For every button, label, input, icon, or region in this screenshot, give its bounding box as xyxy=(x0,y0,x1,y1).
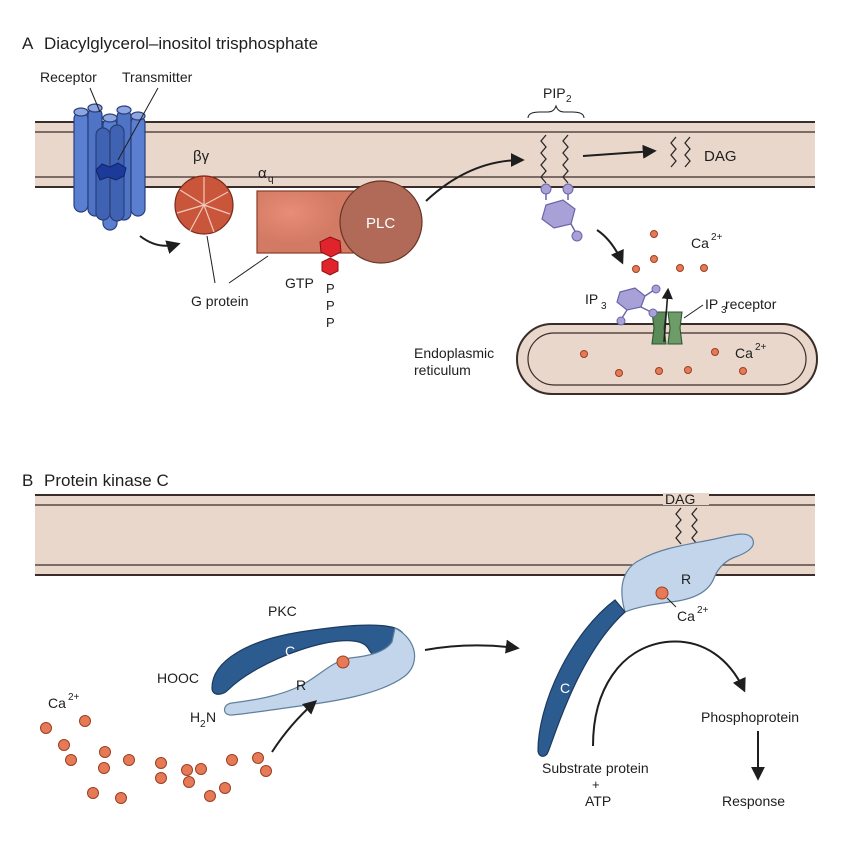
active-ca-superscript: 2+ xyxy=(697,605,709,616)
ip3-receptor-leader xyxy=(683,304,704,319)
transmitter-molecule xyxy=(95,162,127,181)
active-ca-leader xyxy=(666,597,677,608)
pip2-molecule xyxy=(540,134,569,184)
arrow-ca-release xyxy=(661,287,673,343)
endoplasmic-reticulum xyxy=(516,323,818,395)
arrow-plc-to-pip2 xyxy=(425,153,525,202)
transmitter-label: Transmitter xyxy=(122,69,193,85)
dag-label-a: DAG xyxy=(704,148,737,165)
gtp-molecule xyxy=(319,236,342,276)
receptor-protein xyxy=(73,103,146,231)
h2n-label-n: N xyxy=(206,709,216,725)
pip2-label: PIP xyxy=(543,85,566,101)
ip3-molecule xyxy=(616,284,661,326)
plc-enzyme xyxy=(339,180,423,264)
transmitter-leader xyxy=(117,87,159,161)
pkc-inactive xyxy=(211,624,416,716)
pip2-brace xyxy=(527,104,585,119)
h2n-label-h: H xyxy=(190,709,200,725)
dag-label-b: DAG xyxy=(665,491,695,507)
cytosol-ca-ions xyxy=(632,230,708,273)
active-r-label: R xyxy=(681,571,691,587)
ip3-receptor-label-sub: 3 xyxy=(721,305,727,316)
free-ca-superscript: 2+ xyxy=(68,692,80,703)
arrow-pip2-to-ip3 xyxy=(596,229,624,265)
er-label-line1: Endoplasmic xyxy=(414,345,494,361)
active-ca-label: Ca xyxy=(677,608,695,624)
hooc-label: HOOC xyxy=(157,670,199,686)
ip3-label: IP xyxy=(585,291,598,307)
beta-gamma-label: βγ xyxy=(193,148,210,165)
plc-label: PLC xyxy=(366,215,395,232)
er-ca-superscript: 2+ xyxy=(755,342,767,353)
arrow-phosphorylation xyxy=(592,640,746,747)
alpha-subscript: q xyxy=(268,174,274,185)
gprotein-leader-1 xyxy=(206,235,216,284)
atp-label: ATP xyxy=(585,793,611,809)
panel-b-letter: B xyxy=(22,471,33,490)
ip3-subscript: 3 xyxy=(601,301,607,312)
pkc-active xyxy=(537,533,754,757)
alpha-label: α xyxy=(258,165,267,182)
arrow-ca-to-pkc xyxy=(271,700,318,753)
h2n-label-sub: 2 xyxy=(200,719,206,730)
pkc-r-label: R xyxy=(296,677,306,693)
phosphoprotein-label: Phosphoprotein xyxy=(701,709,799,725)
phosphate-1: P xyxy=(326,281,335,296)
pkc-c-label: C xyxy=(285,643,295,659)
free-ca-label: Ca xyxy=(48,695,66,711)
g-protein-label: G protein xyxy=(191,293,249,309)
er-ca-label: Ca xyxy=(735,345,753,361)
phosphate-3: P xyxy=(326,315,335,330)
cytosol-ca-superscript: 2+ xyxy=(711,232,723,243)
dag-label-bg xyxy=(663,493,709,505)
plus-label: + xyxy=(592,777,600,792)
phosphate-2: P xyxy=(326,298,335,313)
arrow-pip2-to-dag xyxy=(582,144,657,159)
pip2-subscript: 2 xyxy=(566,94,572,105)
ip3-receptor-label-post: receptor xyxy=(725,296,777,312)
panel-a-title: Diacylglycerol–inositol trisphosphate xyxy=(44,34,318,53)
dag-molecule-b xyxy=(675,507,698,545)
er-label-line2: reticulum xyxy=(414,362,471,378)
pkc-label: PKC xyxy=(268,603,297,619)
receptor-leader xyxy=(89,87,101,113)
g-beta-gamma-subunit xyxy=(174,175,234,235)
arrow-receptor-to-gprotein xyxy=(139,235,181,254)
ip3-receptor-label-pre: IP xyxy=(705,296,718,312)
gtp-label: GTP xyxy=(285,275,314,291)
receptor-label: Receptor xyxy=(40,69,97,85)
cytosol-ca-label: Ca xyxy=(691,235,709,251)
response-label: Response xyxy=(722,793,785,809)
panel-b-title: Protein kinase C xyxy=(44,471,169,490)
gprotein-leader-2 xyxy=(228,255,269,284)
active-c-label: C xyxy=(560,680,570,696)
dag-molecule xyxy=(670,136,691,168)
pip2-headgroup xyxy=(540,183,583,242)
er-ca-ions xyxy=(580,348,747,377)
plasma-membrane-a xyxy=(35,121,815,188)
free-ca-ions xyxy=(40,715,272,804)
substrate-label: Substrate protein xyxy=(542,760,649,776)
arrow-pkc-activation xyxy=(424,639,520,654)
panel-a-letter: A xyxy=(22,34,34,53)
